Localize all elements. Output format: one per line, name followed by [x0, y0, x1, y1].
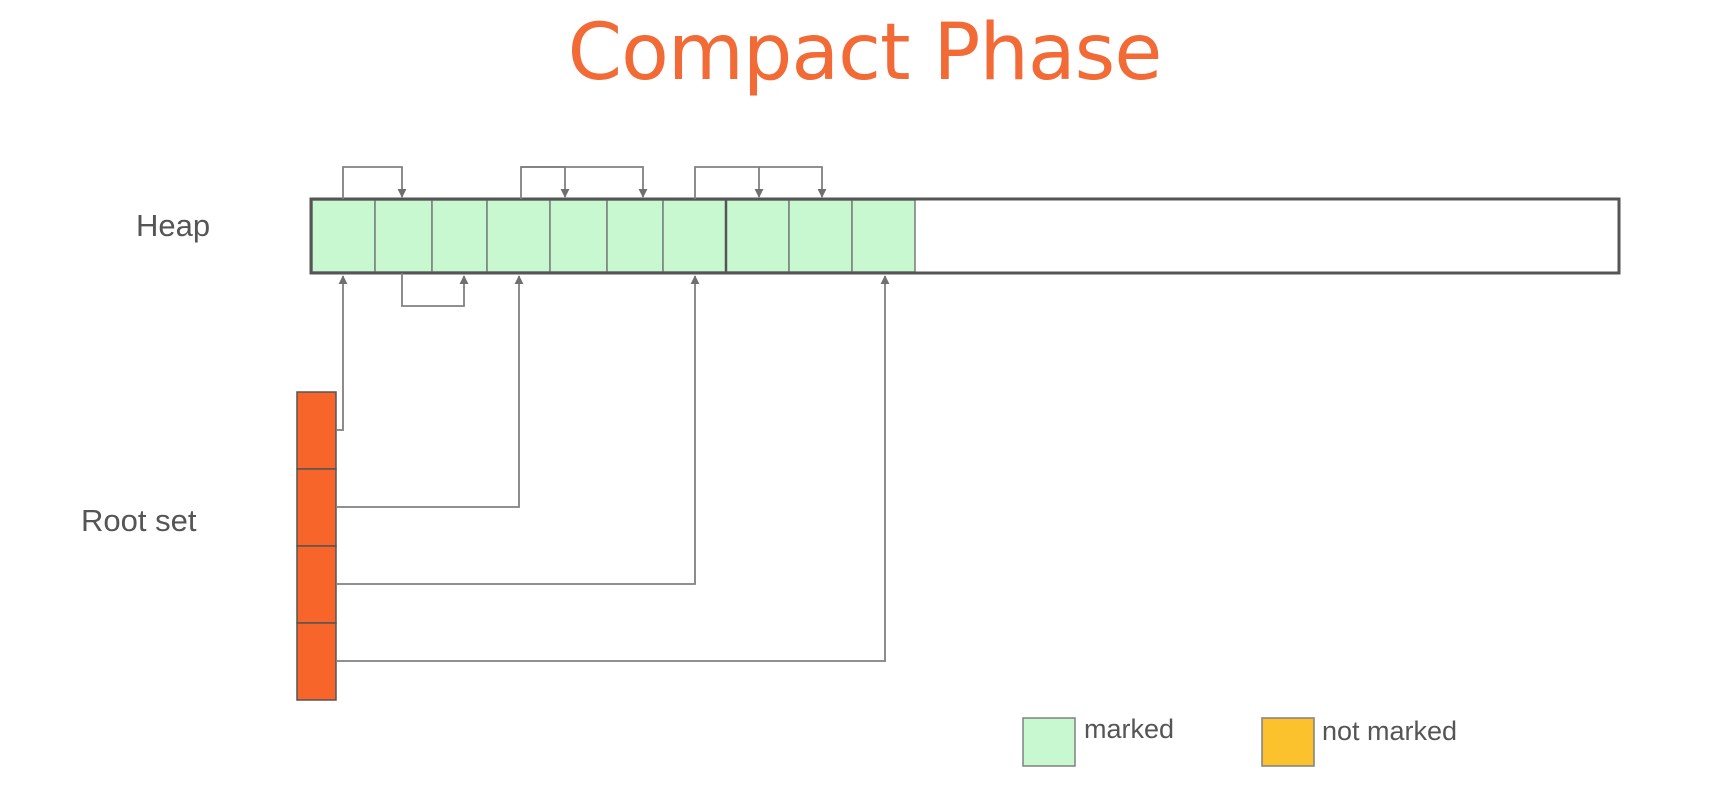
root-cell [296, 545, 337, 624]
heap-cell [851, 199, 916, 273]
heap-cell [549, 199, 608, 273]
heap-cell [311, 199, 376, 273]
heap-references-top [342, 166, 827, 199]
heap-cell [662, 199, 727, 273]
root-cell [296, 391, 337, 470]
root-references [336, 275, 890, 662]
root-set [296, 391, 337, 701]
heap-cells [311, 199, 916, 273]
root-set-label: Root set [81, 503, 197, 538]
heap-references-bottom [401, 273, 469, 307]
heap-cell [374, 199, 433, 273]
heap-cell [725, 199, 790, 273]
heap-label: Heap [136, 208, 211, 243]
legend-not-marked-swatch [1261, 717, 1315, 767]
legend-marked-swatch [1022, 717, 1076, 767]
heap-cell [788, 199, 853, 273]
heap-cell [431, 199, 488, 273]
legend-not-marked-label: not marked [1322, 716, 1458, 746]
legend-marked-label: marked [1084, 714, 1175, 744]
root-cell [296, 468, 337, 547]
heap-cell [606, 199, 664, 273]
page-title: Compact Phase [567, 8, 1163, 98]
heap-cell [486, 199, 551, 273]
root-cell [296, 622, 337, 701]
